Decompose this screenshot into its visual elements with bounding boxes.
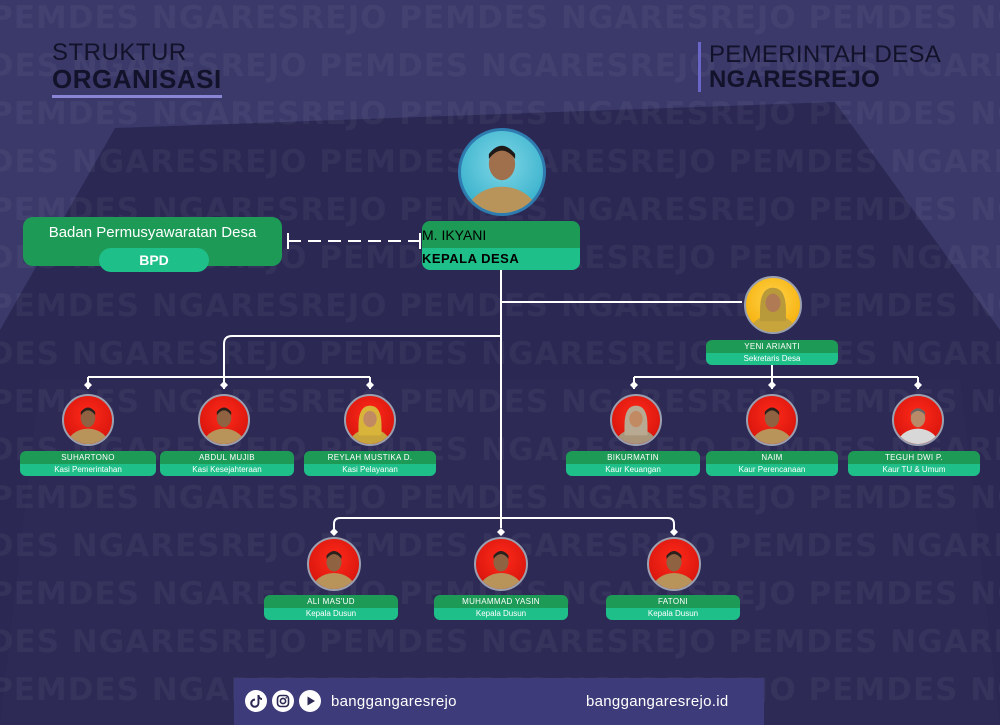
kadus-name-3: FATONI	[606, 595, 740, 608]
kadus-role-1: Kepala Dusun	[264, 608, 398, 620]
watermark: PEMDES NGARESREJO PEMDES NGARESREJO PEMD…	[0, 0, 1000, 36]
connector-node	[330, 528, 338, 536]
person-icon	[897, 408, 939, 444]
kasi-role-3: Kasi Pelayanan	[304, 464, 436, 476]
title-underline	[52, 95, 222, 98]
kasi-photo-2	[198, 394, 250, 446]
kaur-role-3: Kaur TU & Umum	[848, 464, 980, 476]
secretary-photo	[744, 276, 802, 334]
youtube-icon[interactable]	[299, 690, 321, 712]
instagram-icon[interactable]	[272, 690, 294, 712]
kadus-name-2: MUHAMMAD YASIN	[434, 595, 568, 608]
social-handle[interactable]: banggangaresrejo	[331, 693, 457, 710]
person-icon	[312, 551, 356, 589]
connector-node	[220, 381, 228, 389]
person-icon	[751, 407, 793, 444]
kaur-role-2: Kaur Perencanaan	[706, 464, 838, 476]
person-icon	[749, 287, 797, 332]
footer-bar	[234, 678, 764, 725]
page-title: STRUKTUR ORGANISASI	[52, 40, 222, 98]
kasi-role-1: Kasi Pemerintahan	[20, 464, 156, 476]
connector-node	[914, 381, 922, 389]
kaur-photo-3	[892, 394, 944, 446]
kasi-name-3: REYLAH MUSTIKA D.	[304, 451, 436, 464]
person-icon	[67, 407, 109, 444]
kaur-photo-1	[610, 394, 662, 446]
kaur-name-3: TEGUH DWI P.	[848, 451, 980, 464]
kaur-name-2: NAIM	[706, 451, 838, 464]
kaur-role-1: Kaur Keuangan	[566, 464, 700, 476]
website-link[interactable]: banggangaresrejo.id	[586, 693, 729, 710]
bpd-card: Badan Permusyawaratan Desa BPD	[23, 217, 282, 272]
person-icon	[349, 405, 391, 444]
watermark: PEMDES NGARESREJO PEMDES NGARESREJO PEMD…	[0, 48, 1000, 84]
person-icon	[203, 407, 245, 444]
head-card: M. IKYANI KEPALA DESA	[422, 221, 580, 270]
kaur-photo-2	[746, 394, 798, 446]
kadus-name-1: ALI MAS'UD	[264, 595, 398, 608]
connector-node	[768, 381, 776, 389]
title-line-1: STRUKTUR	[52, 39, 187, 66]
kaur-card-2: NAIM Kaur Perencanaan	[706, 451, 838, 476]
kasi-card-2: ABDUL MUJIB Kasi Kesejahteraan	[160, 451, 294, 476]
kadus-bus-guide	[337, 518, 674, 528]
kadus-role-2: Kepala Dusun	[434, 608, 568, 620]
org-name: PEMERINTAH DESA NGARESREJO	[698, 42, 941, 92]
connector-node	[84, 381, 92, 389]
kadus-card-2: MUHAMMAD YASIN Kepala Dusun	[434, 595, 568, 620]
kaur-card-3: TEGUH DWI P. Kaur TU & Umum	[848, 451, 980, 476]
org-name-line-2: NGARESREJO	[709, 66, 881, 93]
kasi-name-1: SUHARTONO	[20, 451, 156, 464]
bpd-badge: BPD	[99, 248, 209, 272]
person-icon	[615, 405, 657, 444]
kadus-role-3: Kepala Dusun	[606, 608, 740, 620]
kadus-photo-1	[307, 537, 361, 591]
connector-node	[670, 528, 678, 536]
kaur-name-1: BIKURMATIN	[566, 451, 700, 464]
tiktok-icon[interactable]	[245, 690, 267, 712]
secretary-role: Sekretaris Desa	[706, 353, 838, 365]
head-photo	[458, 128, 546, 216]
kadus-card-3: FATONI Kepala Dusun	[606, 595, 740, 620]
person-icon	[652, 551, 696, 589]
kadus-photo-3	[647, 537, 701, 591]
bpd-title: Badan Permusyawaratan Desa	[48, 224, 257, 241]
kasi-name-2: ABDUL MUJIB	[160, 451, 294, 464]
secretary-name: YENI ARIANTI	[706, 340, 838, 353]
title-line-2: ORGANISASI	[52, 64, 222, 94]
kadus-bus	[333, 517, 675, 532]
kasi-photo-1	[62, 394, 114, 446]
org-name-line-1: PEMERINTAH DESA	[709, 41, 942, 68]
connector-node	[630, 381, 638, 389]
kadus-card-1: ALI MAS'UD Kepala Dusun	[264, 595, 398, 620]
kasi-link	[223, 335, 501, 380]
head-role: KEPALA DESA	[422, 248, 580, 270]
kaur-card-1: BIKURMATIN Kaur Keuangan	[566, 451, 700, 476]
person-icon	[466, 145, 538, 213]
kasi-photo-3	[344, 394, 396, 446]
kadus-photo-2	[474, 537, 528, 591]
kasi-card-3: REYLAH MUSTIKA D. Kasi Pelayanan	[304, 451, 436, 476]
person-icon	[479, 551, 523, 589]
kasi-role-2: Kasi Kesejahteraan	[160, 464, 294, 476]
watermark: PEMDES NGARESREJO PEMDES NGARESREJO PEMD…	[0, 624, 1000, 660]
secretary-card: YENI ARIANTI Sekretaris Desa	[706, 340, 838, 365]
kasi-card-1: SUHARTONO Kasi Pemerintahan	[20, 451, 156, 476]
connector-node	[497, 528, 505, 536]
connector-node	[366, 381, 374, 389]
watermark: PEMDES NGARESREJO PEMDES NGARESREJO PEMD…	[0, 96, 1000, 132]
head-name: M. IKYANI	[422, 221, 580, 248]
